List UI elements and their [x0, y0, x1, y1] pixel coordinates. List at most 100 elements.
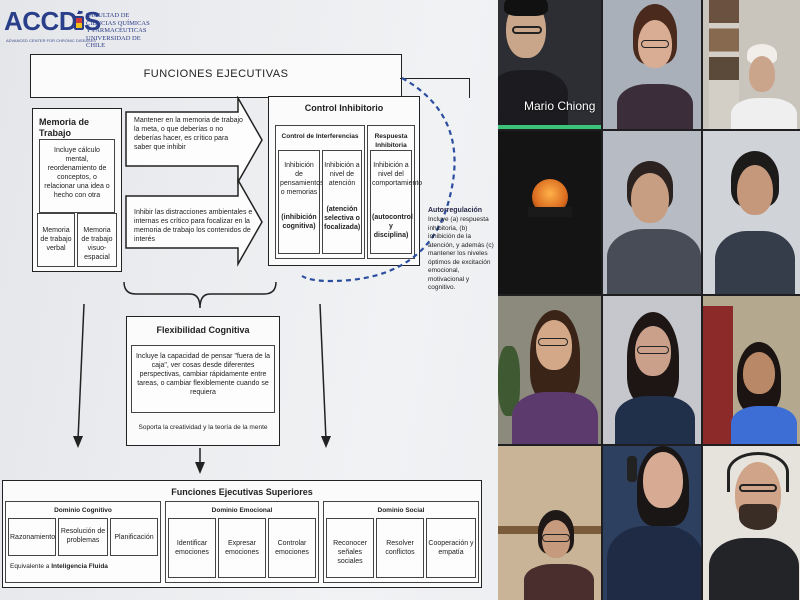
horizon: [528, 207, 572, 217]
arrow-bottom-text: Inhibir las distracciones ambientales e …: [134, 209, 253, 243]
respuesta-title: Respuesta Inhibitoria: [374, 133, 408, 149]
participant-tile[interactable]: [703, 131, 800, 294]
headphones-icon: [627, 456, 637, 482]
logo-brand: ACCDiS: [4, 6, 101, 36]
participant-tile[interactable]: [703, 296, 800, 444]
superiores-title: Funciones Ejecutivas Superiores: [171, 487, 313, 497]
title-connector: [400, 78, 470, 98]
emocional-item-2-label: Expresar emociones: [225, 540, 259, 556]
participant-shoulders: [524, 564, 594, 600]
cognitivo-item-3-label: Planificación: [114, 534, 154, 541]
participant-face: [743, 352, 775, 394]
autorregulacion-text: Incluye (a) respuesta inhibitoria, (b) i…: [428, 216, 494, 291]
participant-face: [542, 520, 570, 558]
logo-brand-subtitle: ADVANCED CENTER FOR CHRONIC DISEASES: [6, 38, 96, 43]
superiores-box: Funciones Ejecutivas Superiores Dominio …: [2, 480, 482, 588]
memoria-desc: Incluye cálculo mental, reordenamiento d…: [44, 147, 110, 199]
glasses-icon: [538, 338, 568, 346]
dominio-social-box: Dominio Social Reconocer señales sociale…: [323, 501, 479, 583]
flex-desc: Incluye la capacidad de pensar "fuera de…: [135, 353, 271, 396]
speaker-name: Mario Chiong: [524, 99, 596, 113]
university-line-3: Y FARMACÉUTICAS: [86, 27, 147, 34]
emocional-title: Dominio Emocional: [211, 507, 273, 514]
participant-shoulders: [731, 406, 797, 444]
participant-shoulders: [709, 538, 799, 600]
atencion-selectiva-cell: Inhibición a nivel de atención (atención…: [322, 150, 362, 254]
dominio-emocional-box: Dominio Emocional Identificar emociones …: [165, 501, 319, 583]
main-title: FUNCIONES EJECUTIVAS: [143, 68, 289, 80]
social-item-3: Cooperación y empatía: [426, 518, 476, 578]
memoria-title: Memoria de Trabajo: [39, 117, 90, 138]
memoria-verbal: Memoria de trabajo verbal: [40, 227, 72, 252]
participant-tile[interactable]: [603, 131, 701, 294]
interferencias-box: Control de Interferencias Inhibición de …: [275, 125, 365, 259]
participant-shoulders: [615, 396, 695, 444]
cell1-bold: (inhibición cognitiva): [281, 214, 317, 230]
cell1-text: Inhibición de pensamientos o memorias: [280, 162, 324, 196]
participant-tile[interactable]: [498, 131, 601, 294]
headset-icon: [727, 452, 789, 492]
cognitivo-item-3: Planificación: [110, 518, 158, 556]
memoria-visuo: Memoria de trabajo visuo-espacial: [81, 227, 113, 261]
social-item-2: Resolver conflictos: [376, 518, 424, 578]
flex-desc-box: Incluye la capacidad de pensar "fuera de…: [131, 345, 275, 413]
cell3-bold: (autocontrol y disciplina): [372, 214, 413, 239]
participant-tile[interactable]: [603, 0, 701, 129]
university-name: FACULTAD DE CIENCIAS QUÍMICAS Y FARMACÉU…: [86, 12, 156, 50]
video-participant-grid: Mario Chiong: [498, 0, 800, 600]
participant-beard: [739, 504, 777, 530]
cognitivo-footnote: Equivalente a Inteligencia Fluida: [10, 562, 160, 571]
flexibilidad-cognitiva-box: Flexibilidad Cognitiva Incluye la capaci…: [126, 316, 280, 446]
down-arrows: [73, 303, 331, 474]
glasses-icon: [542, 534, 570, 542]
participant-face: [631, 173, 669, 223]
active-speaker-indicator: [498, 125, 601, 129]
glasses-icon: [512, 26, 542, 34]
cognitivo-item-1-label: Razonamiento: [10, 534, 56, 541]
flex-title: Flexibilidad Cognitiva: [156, 325, 250, 335]
participant-tile[interactable]: [603, 296, 701, 444]
participant-tile[interactable]: [703, 446, 800, 600]
dominio-cognitivo-box: Dominio Cognitivo Razonamiento Resolució…: [5, 501, 161, 583]
cognitivo-foot-prefix: Equivalente a: [10, 563, 50, 570]
arrow-top-text: Mantener en la memoria de trabajo la met…: [134, 117, 243, 151]
autocontrol-cell: Inhibición a nivel del comportamiento (a…: [370, 150, 423, 254]
respuesta-inhibitoria-box: Respuesta Inhibitoria Inhibición a nivel…: [367, 125, 423, 259]
emocional-item-1: Identificar emociones: [168, 518, 216, 578]
control-title: Control Inhibitorio: [304, 103, 384, 113]
autorregulacion-dashed-arc: [301, 77, 456, 283]
social-item-2-label: Resolver conflictos: [385, 540, 415, 556]
cognitivo-item-1: Razonamiento: [8, 518, 56, 556]
participant-tile[interactable]: [498, 446, 601, 600]
cell3-text: Inhibición a nivel del comportamiento: [372, 162, 423, 187]
participant-tile-speaker[interactable]: Mario Chiong: [498, 0, 601, 129]
university-crest-icon: [74, 10, 84, 30]
participant-tile[interactable]: [603, 446, 701, 600]
memoria-desc-box: Incluye cálculo mental, reordenamiento d…: [39, 139, 115, 213]
participant-shoulders: [617, 84, 693, 129]
participant-hair: [504, 0, 548, 16]
inhibicion-cognitiva-cell: Inhibición de pensamientos o memorias (i…: [278, 150, 324, 254]
cell2-text: Inhibición a nivel de atención: [324, 162, 360, 187]
participant-tile[interactable]: [703, 0, 800, 129]
bracket-connector: [123, 281, 277, 309]
memoria-visuo-box: Memoria de trabajo visuo-espacial: [77, 213, 117, 267]
participant-tile[interactable]: [498, 296, 601, 444]
emocional-item-1-label: Identificar emociones: [175, 540, 209, 556]
cognitivo-title: Dominio Cognitivo: [54, 507, 112, 514]
cell2-bold: (atención selectiva o focalizada): [324, 206, 361, 231]
emocional-item-3-label: Controlar emociones: [275, 540, 309, 556]
participant-shoulders: [715, 231, 795, 294]
social-title: Dominio Social: [377, 507, 425, 514]
accdis-logo: ACCDiS ADVANCED CENTER FOR CHRONIC DISEA…: [0, 2, 150, 49]
memoria-to-control-arrows: [125, 96, 263, 267]
university-line-4: UNIVERSIDAD DE CHILE: [86, 34, 141, 50]
presentation-slide: ACCDiS ADVANCED CENTER FOR CHRONIC DISEA…: [0, 2, 494, 588]
flex-note: Soporta la creatividad y la teoría de la…: [138, 424, 268, 431]
participant-shoulders: [498, 70, 568, 129]
university-line-2: CIENCIAS QUÍMICAS: [86, 19, 150, 27]
main-title-box: FUNCIONES EJECUTIVAS: [30, 54, 402, 98]
door: [703, 306, 733, 444]
participant-shoulders: [607, 229, 701, 294]
